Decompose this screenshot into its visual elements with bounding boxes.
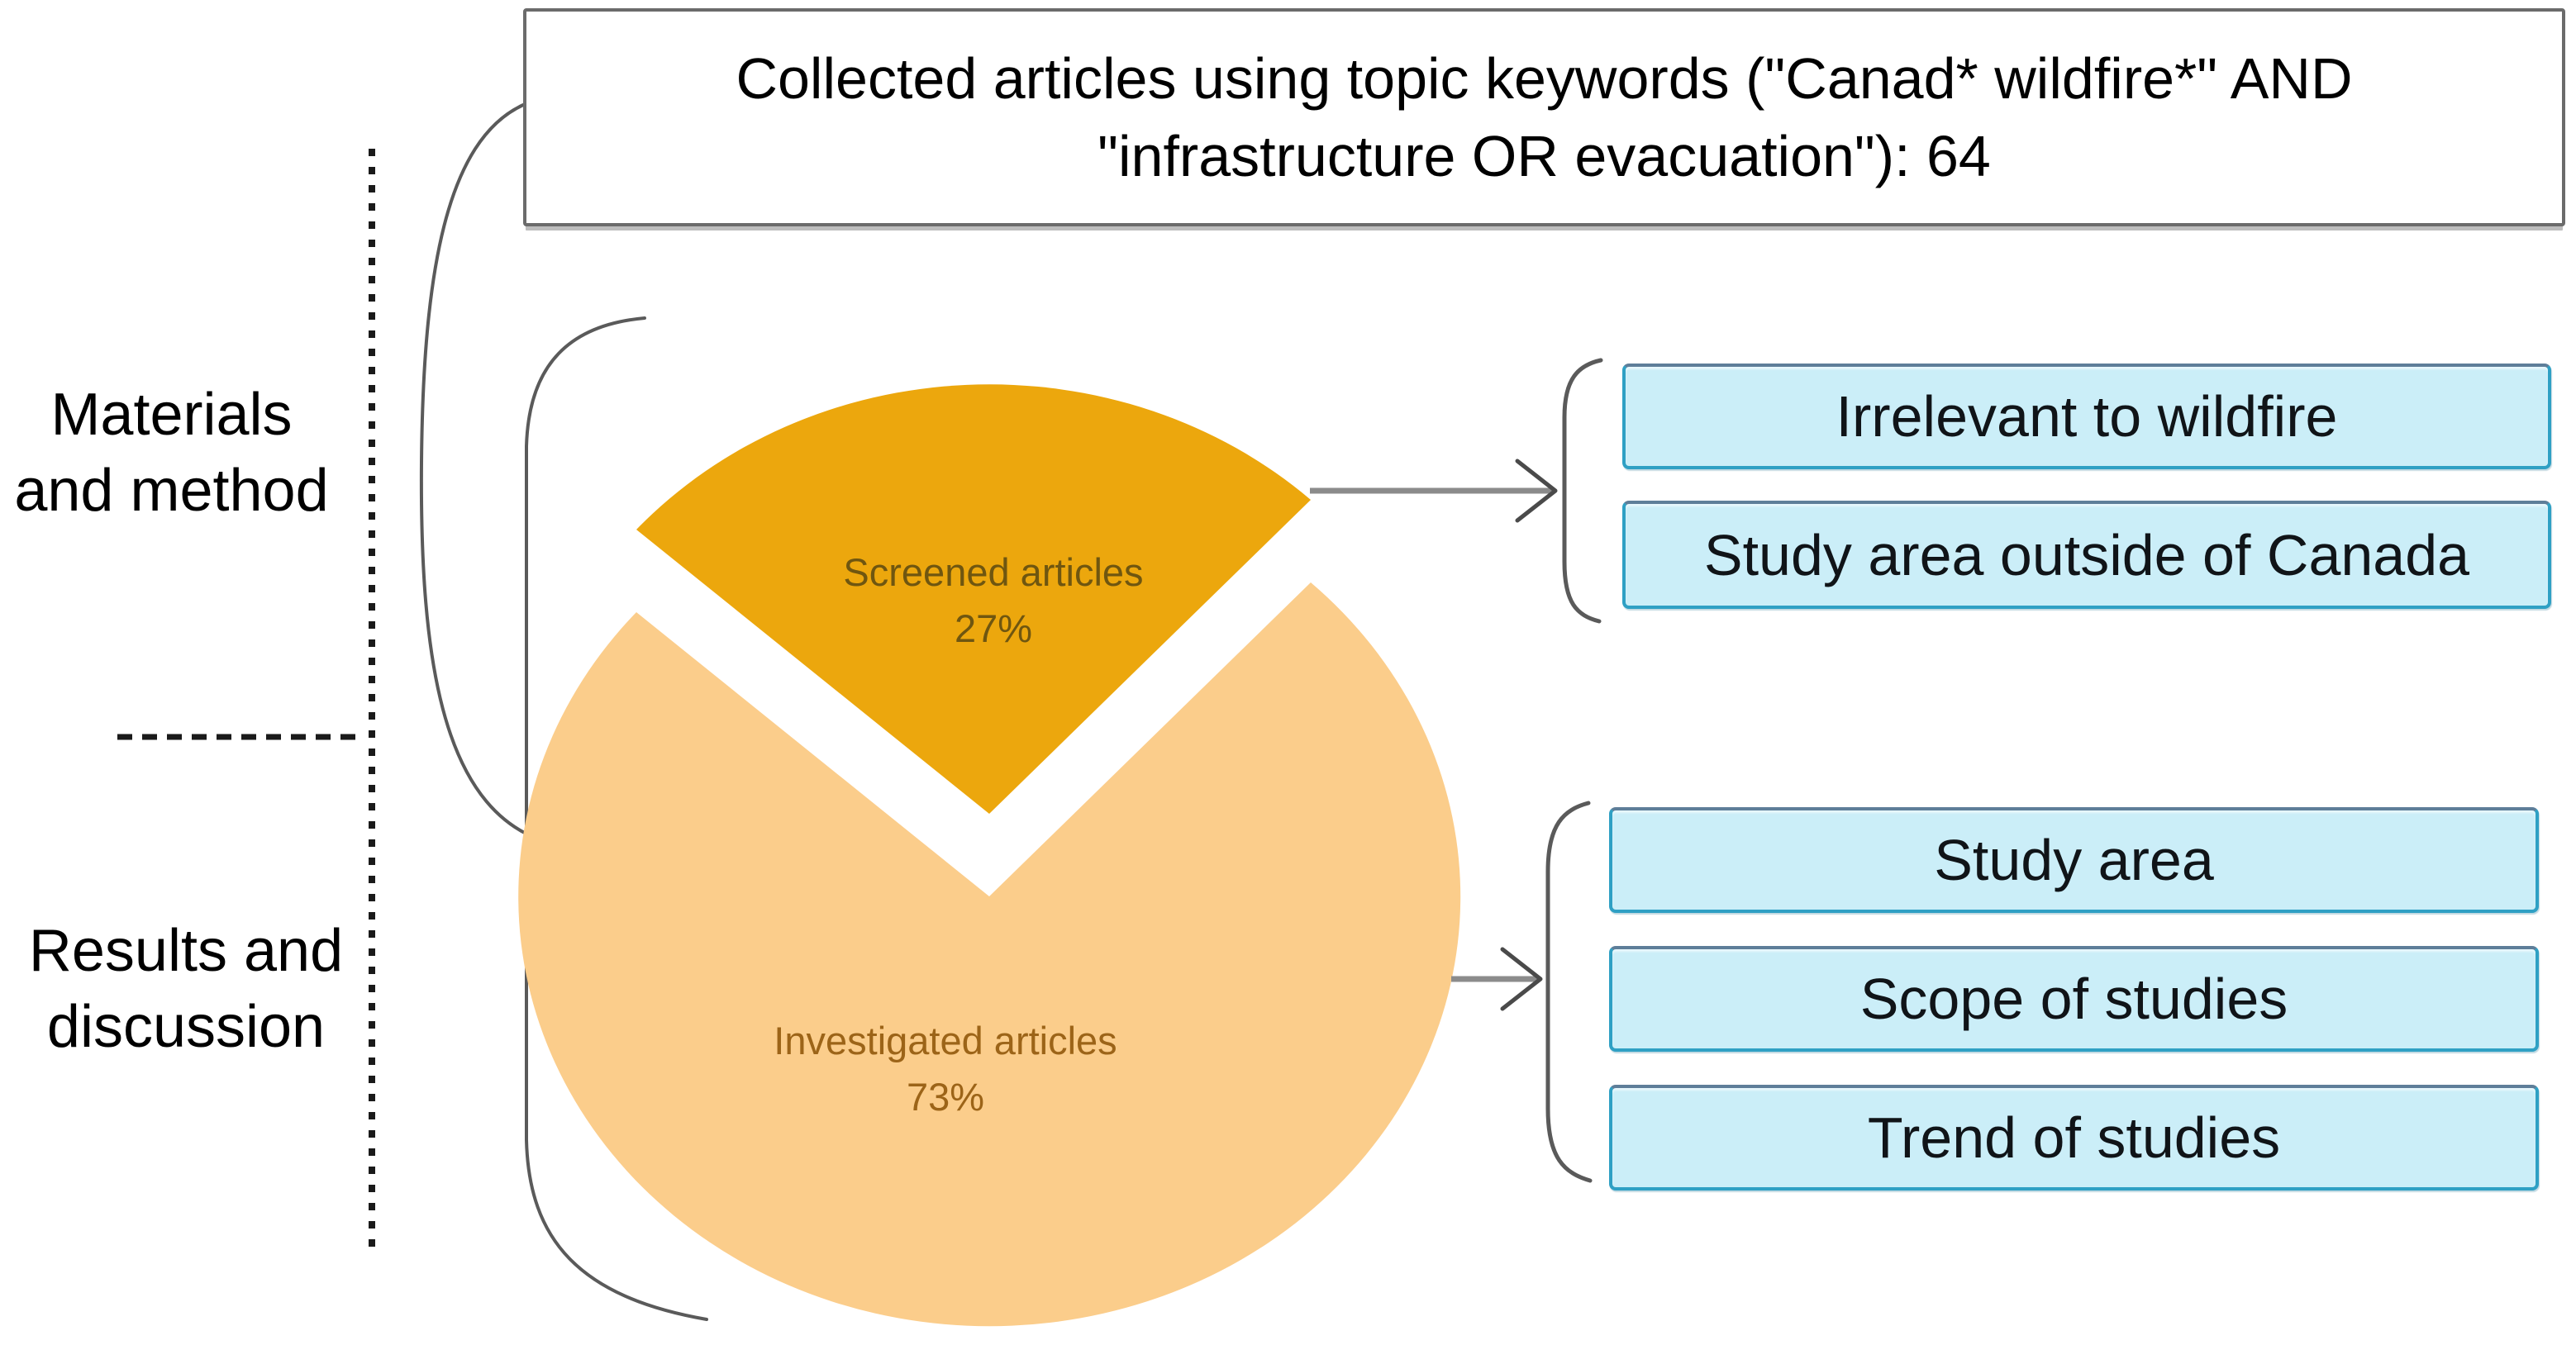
pie-slice-screened-articles xyxy=(636,384,1311,814)
outcome-box-label: Study area outside of Canada xyxy=(1703,522,2470,587)
pie-label-investigated-percent: 73% xyxy=(906,1075,985,1119)
pie-label-screened: Screened articles 27% xyxy=(745,544,1241,657)
results-label-line1: Results and xyxy=(28,918,344,984)
materials-label-line1: Materials xyxy=(50,382,293,448)
collected-articles-box: Collected articles using topic keywords … xyxy=(523,8,2565,226)
results-section-brace-curve xyxy=(525,316,708,1321)
outcome-box-trend-of-studies: Trend of studies xyxy=(1609,1085,2539,1191)
pie-label-investigated-name: Investigated articles xyxy=(774,1019,1117,1062)
outcome-box-study-area-outside-canada: Study area outside of Canada xyxy=(1622,501,2551,609)
collected-articles-line1: Collected articles using topic keywords … xyxy=(736,46,2353,111)
results-label-line2: discussion xyxy=(46,994,326,1060)
materials-and-method-label: Materials and method xyxy=(0,377,343,529)
results-and-discussion-label: Results and discussion xyxy=(8,913,364,1065)
results-group-bracket xyxy=(1545,801,1593,1183)
arrowhead-screened-icon xyxy=(1515,459,1558,523)
outcome-box-label: Irrelevant to wildfire xyxy=(1836,384,2338,449)
collected-articles-line2: "infrastructure OR evacuation"): 64 xyxy=(1098,124,1991,188)
pie-label-screened-percent: 27% xyxy=(954,606,1033,650)
exclusion-group-bracket xyxy=(1562,358,1603,624)
pie-label-investigated: Investigated articles 73% xyxy=(698,1013,1193,1125)
pie-label-screened-name: Screened articles xyxy=(843,550,1144,594)
outcome-box-irrelevant-to-wildfire: Irrelevant to wildfire xyxy=(1622,364,2551,469)
outcome-box-label: Trend of studies xyxy=(1867,1105,2281,1170)
outcome-box-label: Scope of studies xyxy=(1859,967,2288,1031)
materials-section-brace-curve xyxy=(419,103,557,846)
outcome-box-scope-of-studies: Scope of studies xyxy=(1609,946,2539,1052)
outcome-box-study-area: Study area xyxy=(1609,807,2539,913)
pie-slice-investigated-articles xyxy=(518,582,1461,1327)
materials-label-line2: and method xyxy=(14,458,329,524)
arrowhead-investigated-icon xyxy=(1500,947,1543,1011)
outcome-box-label: Study area xyxy=(1934,828,2214,892)
